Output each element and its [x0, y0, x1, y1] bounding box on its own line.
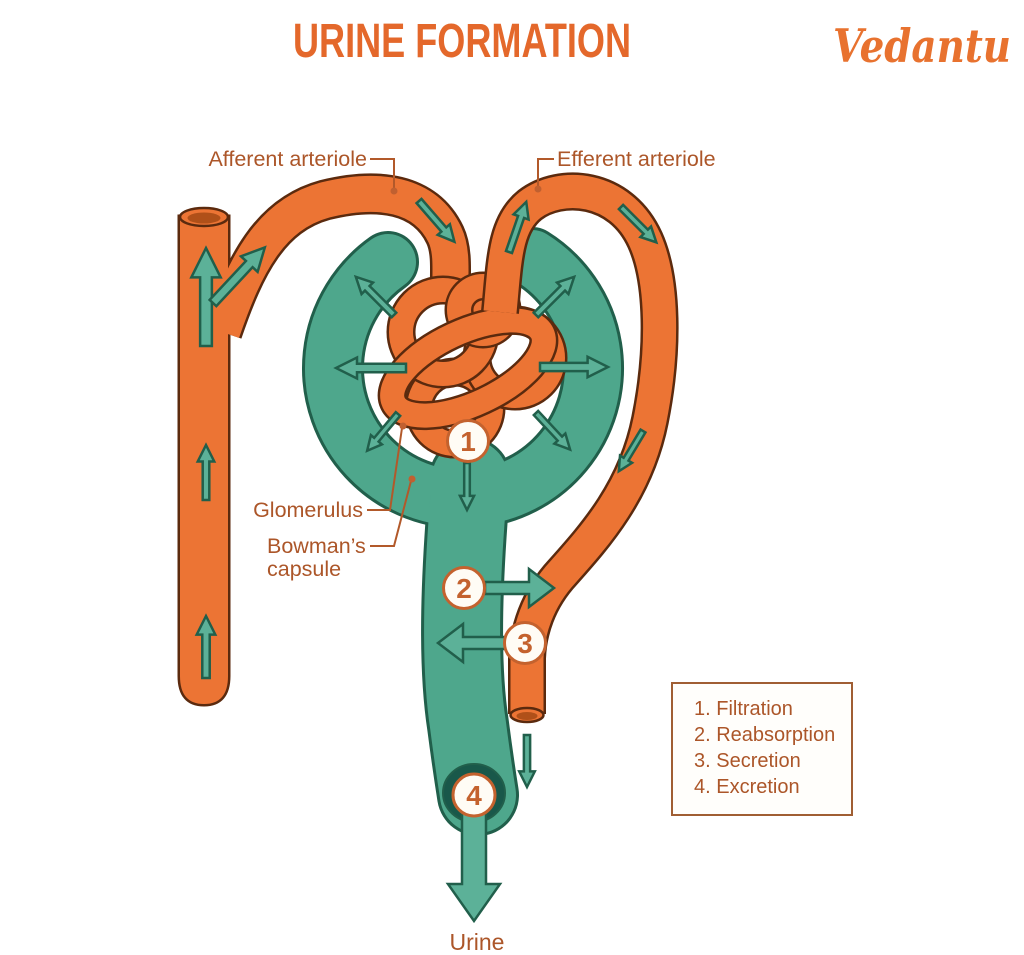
legend-border [671, 682, 853, 816]
bowmans-capsule-label-line1: Bowman’s [267, 534, 366, 558]
step-marker-2 [442, 566, 486, 610]
bowmans-capsule-label-line2: capsule [267, 557, 341, 581]
legend-item-filtration: 1. Filtration [694, 698, 793, 720]
step-marker-3 [503, 621, 547, 665]
efferent-arteriole-leader [537, 158, 554, 187]
step-marker-1-number: 1 [460, 426, 476, 457]
step-marker-3-number: 3 [517, 628, 533, 659]
legend-item-secretion: 3. Secretion [694, 750, 801, 772]
efferent-arteriole-label: Efferent arteriole [557, 147, 716, 171]
secretion-arrow-left [435, 621, 507, 665]
step-marker-4-number: 4 [466, 780, 482, 811]
reabsorption-arrow-right [483, 566, 557, 610]
bowmans-leader-dot [408, 475, 416, 483]
afferent-arteriole-label: Afferent arteriole [208, 147, 367, 171]
flow-arrow-capillary-end [518, 734, 536, 788]
glomerulus-leader-dot [399, 422, 407, 430]
leader-dots [390, 185, 542, 483]
glomerulus-label: Glomerulus [253, 498, 363, 522]
vein-opening-lumen [187, 212, 221, 224]
step-markers: 1 2 3 4 [442, 419, 547, 818]
efferent-arteriole-tube [483, 174, 677, 714]
afferent-leader-dot [390, 187, 398, 195]
legend-box: 1. Filtration 2. Reabsorption 3. Secreti… [671, 682, 853, 816]
step-marker-1 [446, 419, 490, 463]
bowmans-capsule-leader [370, 480, 412, 547]
page-title: URINE FORMATION [293, 15, 631, 68]
legend-item-excretion: 4. Excretion [694, 776, 800, 798]
vedantu-logo: Vedantu [833, 19, 1011, 73]
legend-item-reabsorption: 2. Reabsorption [694, 724, 835, 746]
flow-arrows [190, 195, 663, 924]
afferent-arteriole-leader [370, 158, 395, 189]
efferent-leader-dot [534, 185, 542, 193]
urine-flow-arrow [445, 804, 503, 924]
step-marker-4 [451, 772, 497, 818]
glomerulus-leader [367, 427, 403, 511]
step-marker-2-number: 2 [456, 573, 472, 604]
capillary-opening-lumen [516, 712, 538, 720]
glomerulus-knot [377, 271, 568, 459]
urine-label: Urine [450, 929, 505, 955]
leader-lines [367, 158, 554, 547]
